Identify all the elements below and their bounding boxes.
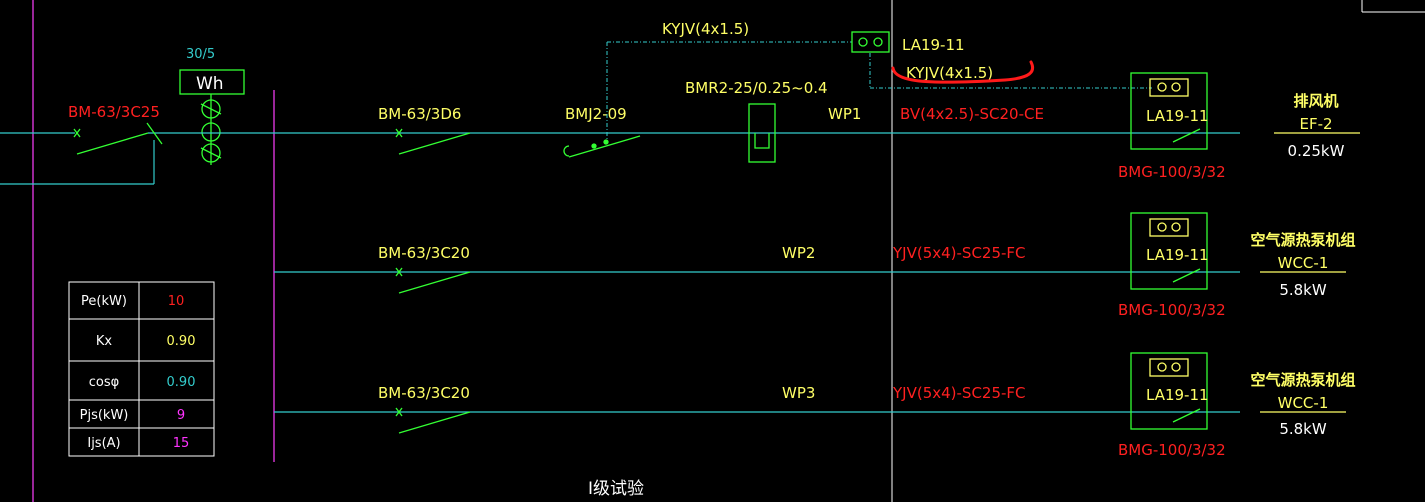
circuit-1-load: 排风机 EF-2 0.25kW bbox=[1274, 92, 1360, 160]
circuit-2-station: LA19-11 BMG-100/3/32 bbox=[1118, 212, 1226, 319]
circuit-2-station-button-dot-2 bbox=[1171, 222, 1181, 232]
circuit-2-station-button-label: LA19-11 bbox=[1146, 246, 1209, 264]
circuit-3-station-box bbox=[1130, 352, 1208, 430]
circuit-1-local-button-icon bbox=[851, 31, 890, 53]
circuit-2-station-button-icon bbox=[1149, 218, 1189, 237]
circuit-1-station-box bbox=[1130, 72, 1208, 150]
circuit-3-breaker-label: BM-63/3C20 bbox=[378, 384, 470, 402]
circuit-1-control-cable-2: KYJV(4x1.5) bbox=[906, 64, 993, 82]
circuit-2: BM-63/3C20 WP2 YJV(5x4)-SC25-FC bbox=[274, 244, 1240, 294]
circuit-1-station-switch bbox=[1172, 128, 1201, 143]
table-row-value-pjs: 9 bbox=[177, 408, 185, 423]
circuit-1-station-button-label: LA19-11 bbox=[1146, 107, 1209, 125]
meter-box bbox=[179, 69, 245, 95]
circuit-2-cable: YJV(5x4)-SC25-FC bbox=[892, 244, 1026, 262]
circuit-2-id: WP2 bbox=[782, 244, 815, 262]
current-transformer-icon bbox=[200, 94, 222, 165]
circuit-2-station-button-dot-1 bbox=[1157, 222, 1167, 232]
circuit-1-id: WP1 bbox=[828, 105, 861, 123]
circuit-1: BM-63/3D6 BMJ2-09 BMR2-25/0.25~0.4 WP1 B… bbox=[274, 20, 1240, 163]
circuit-1-relay-label: BMR2-25/0.25~0.4 bbox=[685, 79, 828, 97]
meter-label: Wh bbox=[196, 74, 224, 94]
circuit-3-load-name: 空气源热泵机组 bbox=[1250, 371, 1355, 389]
circuit-1-station-button-dot-1 bbox=[1157, 82, 1167, 92]
circuit-2-load-power: 5.8kW bbox=[1279, 281, 1327, 299]
circuit-1-station: LA19-11 BMG-100/3/32 bbox=[1118, 72, 1226, 181]
circuit-3-station-switch bbox=[1172, 408, 1201, 423]
circuit-1-load-code: EF-2 bbox=[1299, 115, 1332, 133]
circuit-3-station-button-icon bbox=[1149, 358, 1189, 377]
circuit-2-load: 空气源热泵机组 WCC-1 5.8kW bbox=[1250, 231, 1355, 299]
table-row-value-ijs: 15 bbox=[173, 436, 190, 451]
circuit-2-station-box bbox=[1130, 212, 1208, 290]
circuit-3-station-breaker-label: BMG-100/3/32 bbox=[1118, 441, 1226, 459]
incoming-breaker-symbol bbox=[73, 122, 200, 155]
circuit-1-load-name: 排风机 bbox=[1293, 92, 1338, 110]
circuit-3: BM-63/3C20 WP3 YJV(5x4)-SC25-FC bbox=[274, 384, 1240, 434]
circuit-1-load-power: 0.25kW bbox=[1288, 142, 1345, 160]
table-row-label-pe: Pe(kW) bbox=[81, 294, 127, 309]
meter-ratio-label: 30/5 bbox=[186, 47, 215, 62]
circuit-2-load-name: 空气源热泵机组 bbox=[1250, 231, 1355, 249]
circuit-1-relay-symbol bbox=[748, 103, 776, 163]
circuit-3-load: 空气源热泵机组 WCC-1 5.8kW bbox=[1250, 371, 1355, 438]
table-row-label-cosphi: cosφ bbox=[89, 375, 119, 390]
circuit-3-breaker-symbol bbox=[395, 407, 471, 434]
circuit-1-station-button-icon bbox=[1149, 78, 1189, 97]
circuit-3-load-power: 5.8kW bbox=[1279, 420, 1327, 438]
footer-label: I级试验 bbox=[588, 479, 644, 499]
circuit-1-local-button-label: LA19-11 bbox=[902, 36, 965, 54]
circuit-2-breaker-symbol bbox=[395, 267, 471, 294]
circuit-2-station-breaker-label: BMG-100/3/32 bbox=[1118, 301, 1226, 319]
circuit-3-station: LA19-11 BMG-100/3/32 bbox=[1118, 352, 1226, 459]
table-row-value-pe: 10 bbox=[168, 294, 185, 309]
circuit-3-station-button-dot-1 bbox=[1157, 362, 1167, 372]
circuit-3-station-button-dot-2 bbox=[1171, 362, 1181, 372]
incoming-breaker-label: BM-63/3C25 bbox=[68, 103, 160, 121]
load-calculation-table bbox=[68, 281, 215, 457]
table-row-value-cosphi: 0.90 bbox=[167, 375, 196, 390]
circuit-1-breaker-symbol bbox=[395, 128, 471, 155]
circuit-1-station-breaker-label: BMG-100/3/32 bbox=[1118, 163, 1226, 181]
table-row-label-kx: Kx bbox=[96, 334, 113, 349]
circuit-2-station-switch bbox=[1172, 268, 1201, 283]
circuit-3-cable: YJV(5x4)-SC25-FC bbox=[892, 384, 1026, 402]
table-row-label-ijs: Ijs(A) bbox=[87, 436, 120, 451]
circuit-1-control-wiring bbox=[606, 41, 1152, 140]
table-row-label-pjs: Pjs(kW) bbox=[80, 408, 129, 423]
circuit-1-contactor-symbol bbox=[563, 135, 641, 158]
red-annotation-mark bbox=[891, 60, 1035, 84]
circuit-1-station-button-dot-2 bbox=[1171, 82, 1181, 92]
circuit-1-contactor-label: BMJ2-09 bbox=[565, 105, 627, 123]
circuit-1-cable: BV(4x2.5)-SC20-CE bbox=[900, 105, 1044, 123]
circuit-3-load-code: WCC-1 bbox=[1278, 394, 1329, 412]
table-row-value-kx: 0.90 bbox=[167, 334, 196, 349]
circuit-2-load-code: WCC-1 bbox=[1278, 254, 1329, 272]
circuit-3-id: WP3 bbox=[782, 384, 815, 402]
circuit-3-station-button-label: LA19-11 bbox=[1146, 386, 1209, 404]
circuit-2-breaker-label: BM-63/3C20 bbox=[378, 244, 470, 262]
circuit-1-control-cable-1: KYJV(4x1.5) bbox=[662, 20, 749, 38]
circuit-1-breaker-label: BM-63/3D6 bbox=[378, 105, 461, 123]
